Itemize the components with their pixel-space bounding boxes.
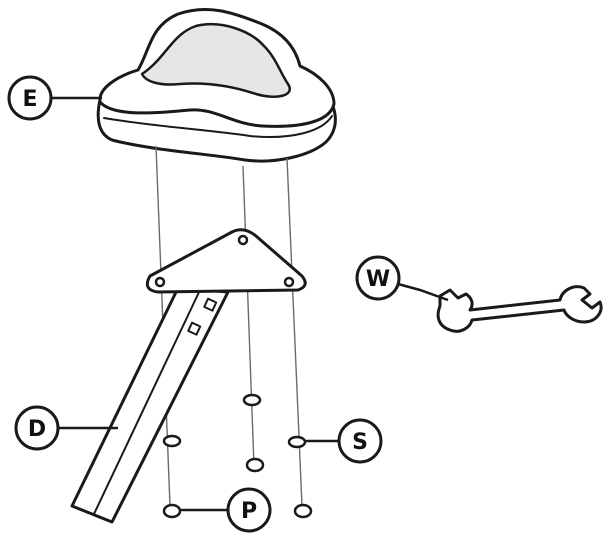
seat-post-tube: [70, 286, 230, 524]
washers: [162, 393, 307, 449]
mounting-plate-body: [145, 228, 307, 294]
seat-post: [70, 286, 230, 524]
washer-right: [287, 435, 307, 449]
nuts: [162, 457, 313, 519]
nut-right: [293, 503, 313, 519]
callout-washers: S: [337, 418, 383, 464]
leader-wrench: [397, 282, 449, 302]
callout-washers-label: S: [352, 430, 368, 455]
seat-ridge: [140, 23, 291, 98]
callout-seat: E: [7, 75, 53, 121]
callout-seat-post: D: [14, 405, 60, 451]
callout-wrench: W: [355, 255, 401, 301]
wrench-body: [436, 285, 603, 333]
nut-left: [162, 503, 182, 519]
seat-post-hole-lower: [187, 321, 202, 336]
callout-nuts-label: P: [241, 499, 257, 524]
callout-nuts: P: [226, 487, 272, 533]
washer-center: [242, 393, 262, 407]
seat-post-edge: [93, 289, 201, 515]
guide-line-right: [286, 157, 303, 507]
callout-wrench-label: W: [366, 267, 390, 292]
seat: [96, 7, 337, 163]
callout-washers-circle: [337, 418, 383, 464]
callout-seat-post-label: D: [28, 417, 46, 442]
callout-leaders: [52, 96, 449, 512]
callout-wrench-circle: [355, 255, 401, 301]
seat-seam: [103, 115, 333, 138]
plate-hole-left: [154, 276, 166, 288]
seat-post-hole-upper: [203, 297, 218, 312]
nut-center: [245, 457, 265, 473]
callout-seat-circle: [7, 75, 53, 121]
guide-line-center: [242, 165, 255, 467]
callout-seat-label: E: [22, 87, 37, 112]
callout-nuts-circle: [226, 487, 272, 533]
mounting-plate: [145, 228, 307, 294]
callout-seat-post-circle: [14, 405, 60, 451]
wrench: [436, 285, 603, 333]
washer-left: [162, 434, 182, 448]
plate-hole-top: [237, 234, 249, 246]
plate-hole-right: [283, 276, 295, 288]
